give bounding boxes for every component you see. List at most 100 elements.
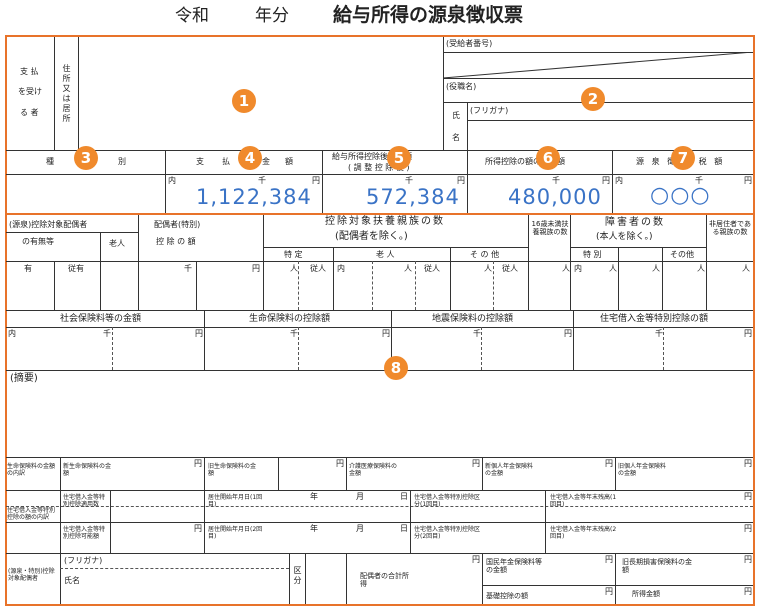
- unit-yen-13: 円: [605, 459, 613, 468]
- spouse-header: (源泉)控除対象配偶者: [9, 220, 88, 229]
- after-deduction-label: 給与所得控除後の金額: [332, 152, 412, 161]
- after-deduction-amount: 572,384: [366, 185, 460, 209]
- year-unit-1: 年: [310, 492, 318, 501]
- unit-thousand-3: 千: [552, 176, 560, 185]
- deduction-total-label: 所得控除の額の合計額: [485, 157, 565, 166]
- badge-6: 6: [536, 146, 560, 170]
- year-unit-2: 年: [310, 524, 318, 533]
- unit-yen-20: 円: [744, 555, 752, 564]
- new-pension-label: 新個人年金保険料の金額: [485, 463, 534, 478]
- new-life-label: 新生命保険料の金額: [63, 463, 112, 478]
- spouse-income-label: 配偶者の合計所得: [360, 572, 409, 589]
- unit-yen-5: 円: [252, 264, 260, 273]
- start-date-2-label: 居住開始年月日(2回目): [208, 526, 263, 541]
- payment-label-4: 額: [285, 157, 293, 166]
- unit-yen-10: 円: [194, 459, 202, 468]
- unit-yen-15: 円: [194, 524, 202, 533]
- social-insurance-label: 社会保険料等の金額: [60, 314, 142, 324]
- badge-4: 4: [238, 146, 262, 170]
- category-label: 区分: [293, 566, 302, 585]
- balance-2-label: 住宅借入金等年末残高(2回目): [550, 526, 617, 541]
- under16-label: 16歳未満扶養親族の数: [531, 220, 569, 237]
- special-disabled-label: 特 別: [583, 250, 602, 259]
- payment-label-2: 払: [222, 157, 230, 166]
- person-unit-3: 人: [484, 264, 492, 273]
- unit-yen-17: 円: [744, 524, 752, 533]
- name-label-1: 氏: [452, 111, 460, 120]
- form-title: 給与所得の源泉徴収票: [333, 4, 524, 26]
- unit-inner-1: 内: [168, 176, 176, 185]
- unit-thousand-4: 千: [695, 176, 703, 185]
- old-label: 老 人: [376, 250, 395, 259]
- badge-5: 5: [387, 146, 411, 170]
- position-label: (役職名): [446, 82, 477, 91]
- class-1-label: 住宅借入金等特別控除区分(1回目): [414, 494, 481, 509]
- unit-yen-21: 円: [605, 587, 613, 596]
- from-person-unit-3: 従人: [502, 264, 518, 273]
- inner-unit-4: 内: [574, 264, 582, 273]
- payment-amount: 1,122,384: [196, 185, 312, 209]
- unit-yen-6: 円: [195, 329, 203, 338]
- unit-yen-14: 円: [744, 459, 752, 468]
- unit-yen-11: 円: [336, 459, 344, 468]
- payment-label-3: 金: [262, 157, 270, 166]
- badge-3: 3: [74, 146, 98, 170]
- housing-applicable-label: 住宅借入金等特別控除適用数: [63, 494, 106, 509]
- after-deduction-sub: ( 調 整 控 除 後 ): [348, 163, 410, 172]
- unit-yen-8: 円: [564, 329, 572, 338]
- unit-yen-12: 円: [472, 459, 480, 468]
- day-unit-1: 日: [400, 492, 408, 501]
- unit-yen-16: 円: [744, 492, 752, 501]
- withholding-amount: ○○○: [650, 183, 711, 208]
- inner-unit-5: 内: [8, 329, 16, 338]
- unit-yen-4: 円: [744, 176, 752, 185]
- person-unit-5: 人: [609, 264, 617, 273]
- start-date-1-label: 居住開始年月日(1回目): [208, 494, 263, 509]
- dependents-header-2: (配偶者を除く。): [335, 231, 408, 242]
- care-label: 介護医療保険料の金額: [349, 463, 398, 478]
- from-person-unit-1: 従人: [310, 264, 326, 273]
- spouse-bottom-label: (源泉・特別)控除対象配偶者: [8, 568, 55, 583]
- dependents-header: 控除対象扶養親族の数: [325, 216, 445, 227]
- balance-1-label: 住宅借入金等年末残高(1回目): [550, 494, 617, 509]
- furigana-label: (フリガナ): [470, 106, 509, 115]
- remarks-label: (摘要): [10, 373, 38, 384]
- badge-8: 8: [384, 356, 408, 380]
- address-label: 住所又は居所: [62, 64, 71, 123]
- person-unit-8: 人: [742, 264, 750, 273]
- type-label-1: 種: [46, 157, 54, 166]
- deduction-total-amount: 480,000: [508, 185, 602, 209]
- unit-yen-1: 円: [312, 176, 320, 185]
- recipient-number-label: (受給者番号): [446, 39, 493, 48]
- old-pension-label: 旧個人年金保険料の金額: [618, 463, 667, 478]
- income-adjust-label: 所得金額: [632, 590, 660, 598]
- unit-thousand-9: 千: [655, 329, 663, 338]
- badge-7: 7: [671, 146, 695, 170]
- special-header-2: 控 除 の 額: [156, 237, 196, 246]
- type-label-2: 別: [118, 157, 126, 166]
- lower-section-highlight: [5, 213, 755, 606]
- name-label-2: 名: [452, 133, 460, 142]
- month-unit-1: 月: [356, 492, 364, 501]
- year-label: 年分: [255, 6, 289, 26]
- old-life-label: 旧生命保険料の金額: [208, 463, 257, 478]
- unit-yen-18: 円: [472, 555, 480, 564]
- person-unit-2: 人: [404, 264, 412, 273]
- inner-unit-3: 内: [337, 264, 345, 273]
- badge-1: 1: [232, 89, 256, 113]
- nonresident-label: 非居住者である親族の数: [709, 220, 751, 237]
- unit-thousand-2: 千: [405, 176, 413, 185]
- unit-yen-9: 円: [744, 329, 752, 338]
- unit-thousand-6: 千: [103, 329, 111, 338]
- person-unit-4: 人: [562, 264, 570, 273]
- from-person-unit-2: 従人: [424, 264, 440, 273]
- payer-label-2: を受け: [18, 87, 42, 96]
- earthquake-label: 地震保険料の控除額: [432, 314, 514, 324]
- day-unit-2: 日: [400, 524, 408, 533]
- housing-breakdown-label: 住宅借入金等特別控除の額の内訳: [7, 507, 56, 522]
- badge-2: 2: [581, 87, 605, 111]
- other-disabled-label: その他: [670, 250, 694, 259]
- yes-label: 有: [24, 264, 32, 273]
- era-label: 令和: [175, 6, 209, 26]
- disabled-header-2: (本人を除く。): [596, 232, 653, 242]
